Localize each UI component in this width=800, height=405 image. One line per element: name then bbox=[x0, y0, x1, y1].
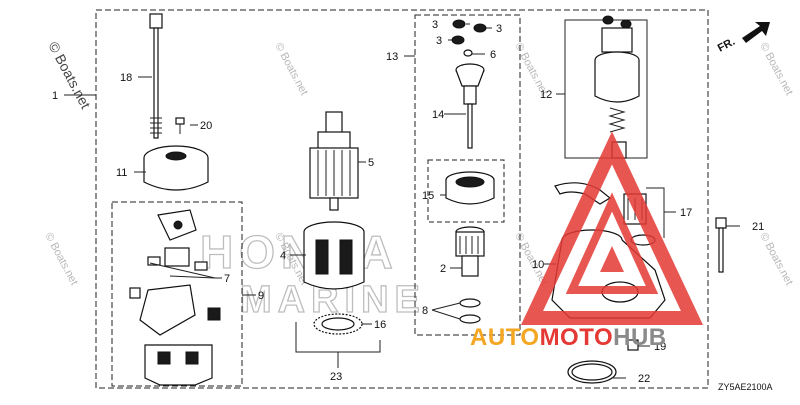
wordmark-moto: MOTO bbox=[540, 324, 614, 351]
part-brush-base bbox=[144, 344, 213, 386]
leader-lines bbox=[64, 23, 740, 379]
part-mounting-bolt bbox=[715, 217, 727, 273]
callout-3: 3 bbox=[496, 23, 502, 35]
part-snap-rings bbox=[459, 298, 481, 324]
callout-7: 7 bbox=[224, 273, 230, 285]
callout-11: 11 bbox=[116, 167, 127, 179]
part-screw bbox=[175, 117, 185, 134]
callout-20: 20 bbox=[200, 120, 212, 132]
part-solenoid bbox=[594, 15, 640, 159]
callout-9: 9 bbox=[258, 290, 264, 302]
callout-16: 16 bbox=[374, 319, 386, 331]
automotohub-triangle-logo bbox=[520, 131, 704, 325]
callout-23: 23 bbox=[330, 371, 342, 383]
part-pinion-shaft bbox=[455, 63, 485, 149]
callout-labels: 1 18 20 11 5 4 7 9 16 23 13 3 3 3 6 14 1… bbox=[52, 19, 764, 385]
watermark: © Boats.net bbox=[42, 231, 80, 288]
part-rear-cover bbox=[143, 145, 209, 191]
brush-group-frame bbox=[111, 201, 243, 387]
assembly-frame bbox=[95, 9, 709, 389]
diagram-code: ZY5AE2100A bbox=[718, 382, 773, 392]
callout-5: 5 bbox=[368, 157, 374, 169]
logo-triangle-inner bbox=[565, 192, 659, 294]
wordmark-auto: AUTO bbox=[470, 324, 540, 351]
wordmark-hub: HUB bbox=[613, 324, 667, 351]
callout-6: 6 bbox=[490, 49, 496, 61]
callout-3: 3 bbox=[436, 35, 442, 47]
automotohub-wordmark: AUTOMOTOHUB bbox=[470, 324, 667, 351]
direction-arrow-icon bbox=[742, 22, 770, 43]
callout-19: 19 bbox=[654, 341, 666, 353]
part-gear-ring bbox=[313, 313, 363, 335]
callout-18: 18 bbox=[120, 72, 132, 84]
part-armature bbox=[309, 111, 359, 211]
watermark: © Boats.net bbox=[757, 231, 795, 288]
callout-13: 13 bbox=[386, 51, 398, 63]
part-nuts bbox=[451, 19, 487, 57]
watermark: © Boats.net bbox=[272, 41, 310, 98]
part-brush-holder bbox=[139, 284, 196, 336]
callout-22: 22 bbox=[638, 373, 650, 385]
watermark: © Boats.net bbox=[757, 41, 795, 98]
part-pinion-gear bbox=[455, 226, 485, 277]
callout-2: 2 bbox=[440, 263, 446, 275]
logo-triangle-core bbox=[600, 246, 624, 272]
callout-15: 15 bbox=[422, 190, 434, 202]
part-yoke bbox=[303, 221, 365, 290]
logo-triangle-outer bbox=[520, 131, 704, 325]
part-bolt-small bbox=[627, 332, 639, 351]
direction-label: FR. bbox=[716, 36, 737, 55]
callout-17: 17 bbox=[680, 207, 692, 219]
callout-4: 4 bbox=[280, 250, 286, 262]
part-clutch bbox=[445, 171, 495, 205]
callout-8: 8 bbox=[422, 305, 428, 317]
part-through-bolt bbox=[149, 13, 163, 139]
callout-12: 12 bbox=[540, 89, 552, 101]
callout-14: 14 bbox=[432, 109, 444, 121]
callout-21: 21 bbox=[752, 221, 764, 233]
pinion-group-frame bbox=[414, 14, 521, 336]
part-o-ring bbox=[567, 360, 617, 384]
callout-10: 10 bbox=[532, 259, 544, 271]
callout-1: 1 bbox=[52, 90, 58, 102]
callout-3: 3 bbox=[432, 19, 438, 31]
part-brush-plate bbox=[157, 209, 197, 241]
clutch-frame bbox=[427, 159, 505, 223]
